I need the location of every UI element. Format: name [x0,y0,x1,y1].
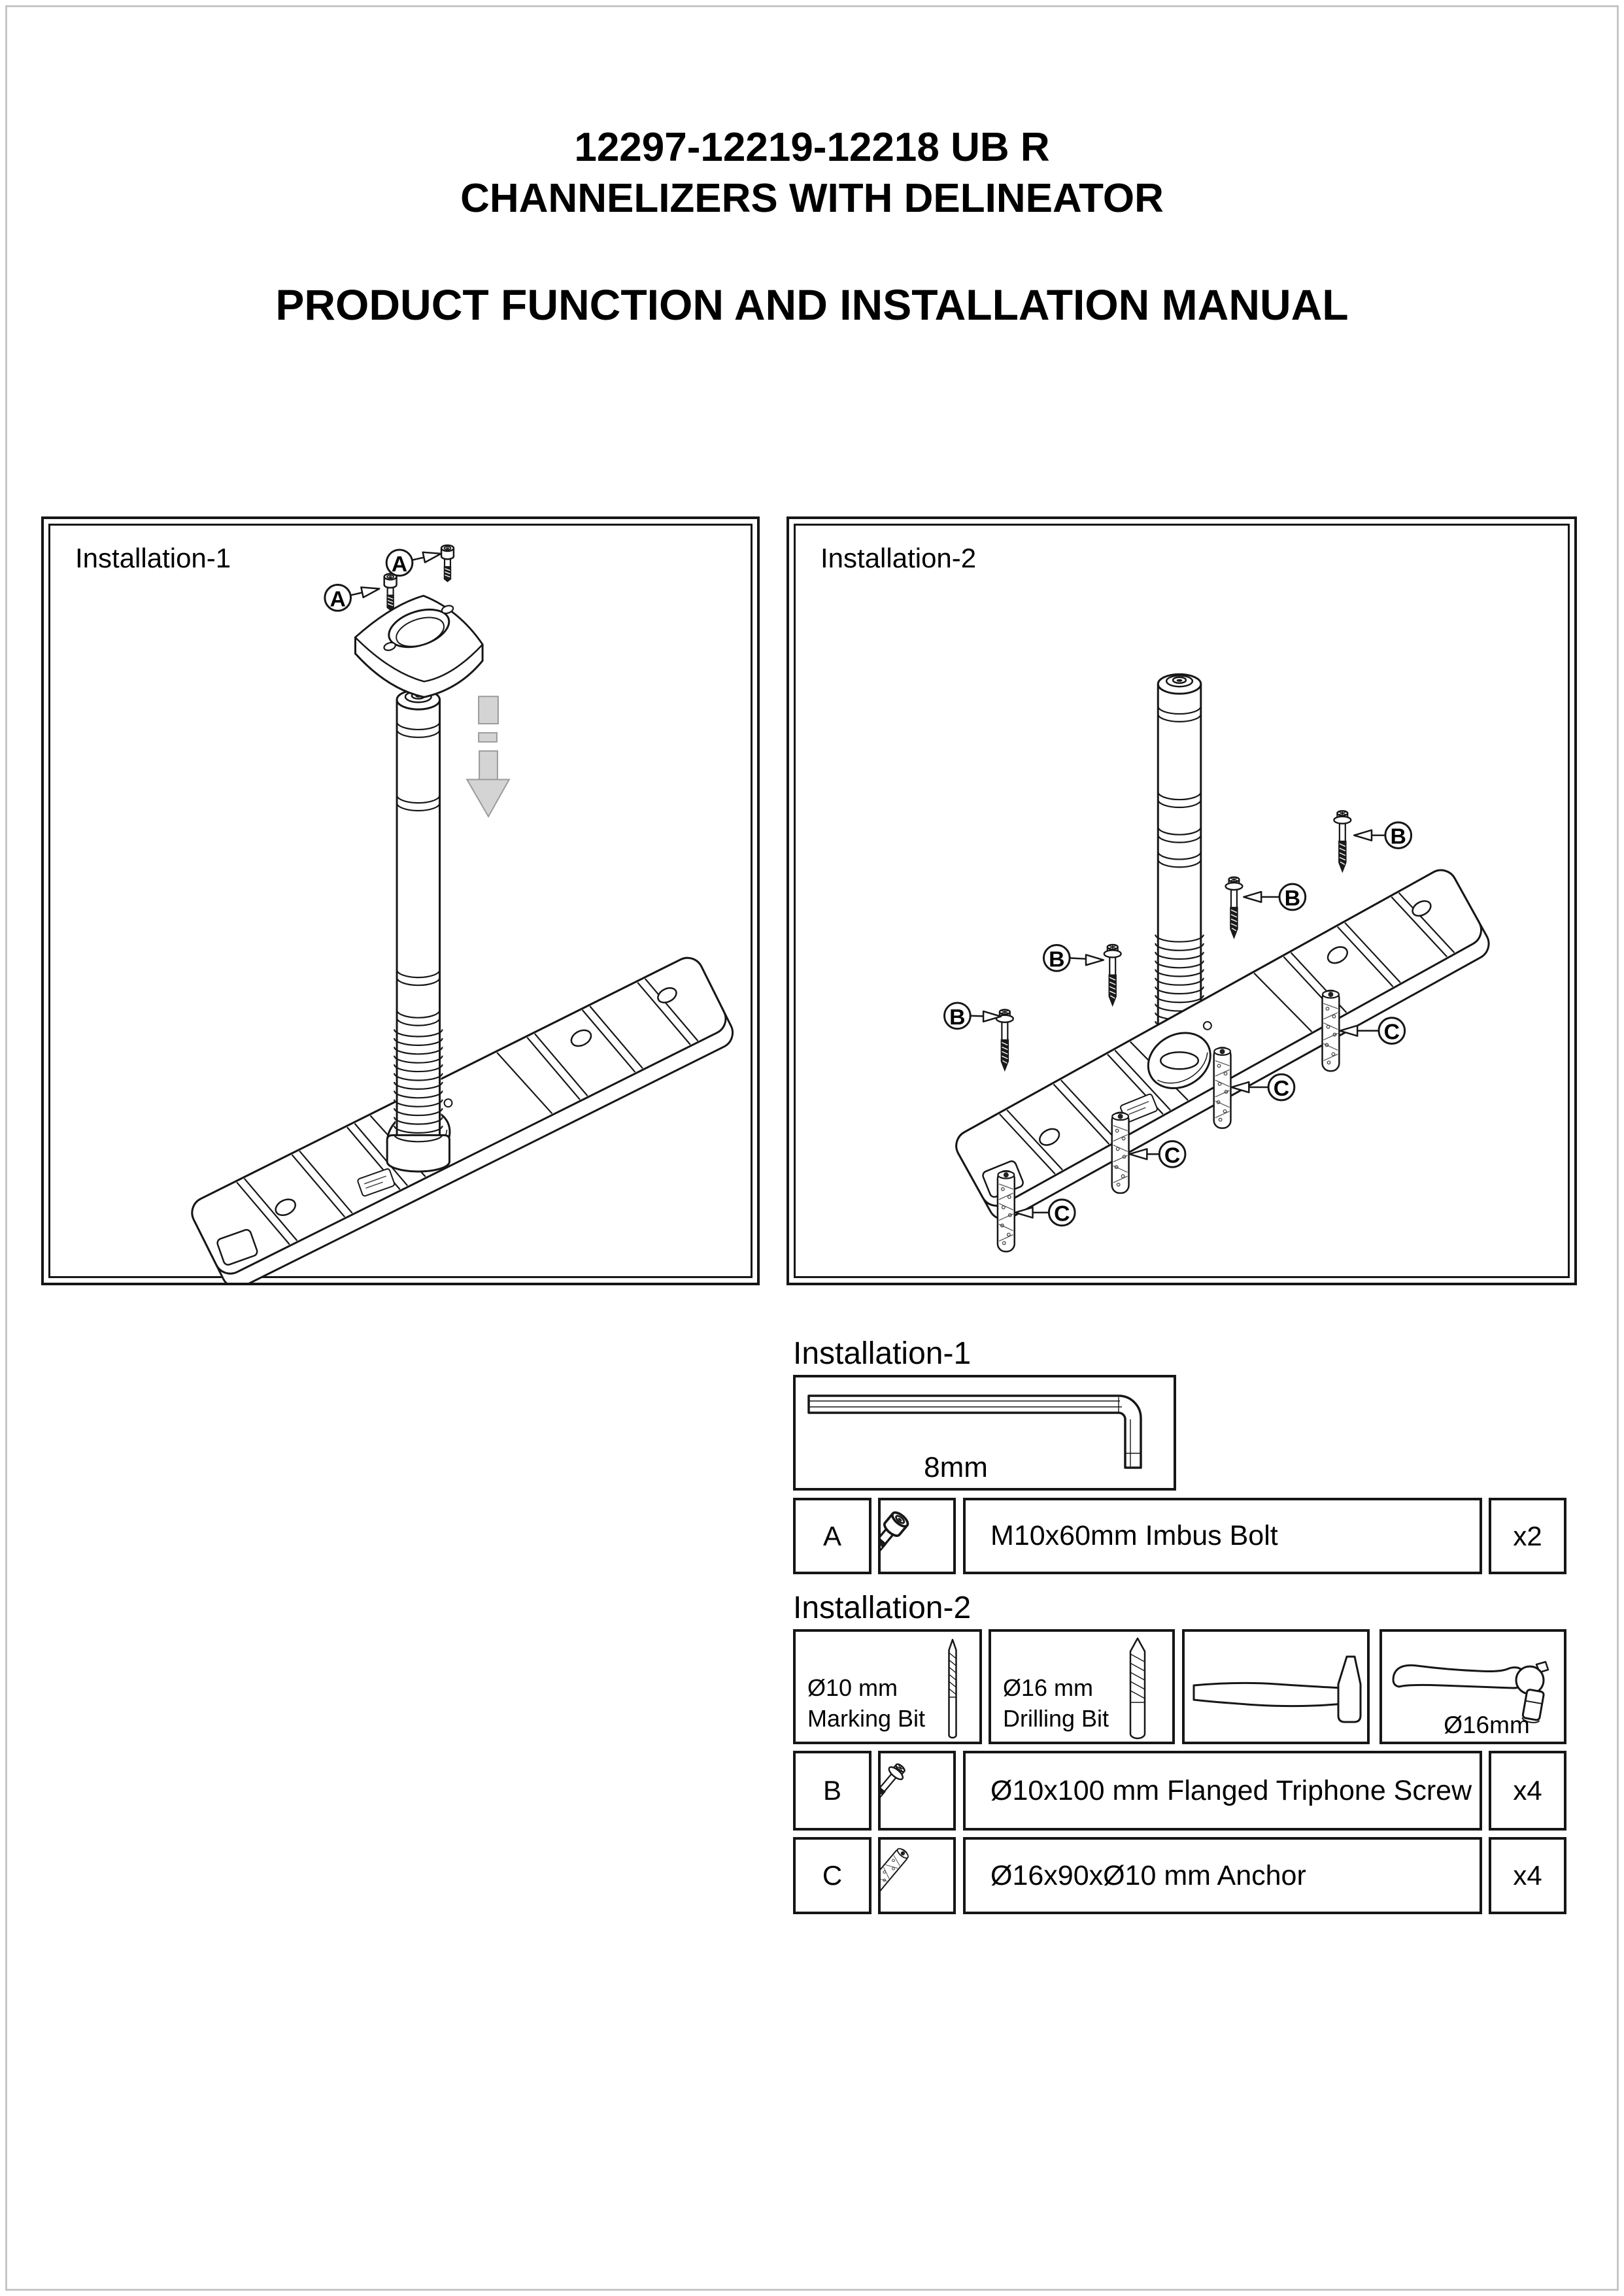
anchor-icon [1213,1047,1232,1129]
callout-b-2: B [1243,883,1307,911]
page-subtitle: PRODUCT FUNCTION AND INSTALLATION MANUAL [275,280,1349,329]
callout-b-1-label: B [1391,824,1406,849]
flanged-screw-icon [995,1009,1014,1072]
row-c-desc: Ø16x90xØ10 mm Anchor [990,1859,1306,1891]
parts-section-1-label: Installation-1 [793,1336,972,1371]
flanged-screw-icon [881,1759,909,1819]
page-title-line1: 12297-12219-12218 UB R [574,125,1050,170]
callout-a-1-label: A [392,552,407,577]
callout-c-4-label: C [1054,1202,1070,1226]
row-a-key: A [822,1520,841,1551]
callout-b-4-label: B [949,1005,965,1030]
flanged-screw-icon [1333,810,1352,873]
socket-wrench-size-label: Ø16mm [1444,1712,1530,1738]
flanged-screw-icon [1103,943,1122,1007]
row-b-icon-cell [878,1751,956,1831]
socket-wrench-box: Ø16mm [1379,1629,1566,1744]
callout-c-2: C [1230,1073,1296,1102]
marking-bit-size: Ø10 mm [807,1674,898,1701]
row-a-qty-cell: x2 [1489,1498,1566,1574]
hex-key-size-label: 8mm [924,1451,988,1483]
row-b-key-cell: B [793,1751,871,1831]
socket-wrench-icon [1392,1661,1549,1723]
post-in-hole [1159,1051,1200,1070]
drilling-bit-icon [1129,1637,1146,1740]
callout-b-1: B [1353,821,1413,850]
post-cap-icon [354,594,484,698]
row-c-desc-cell: Ø16x90xØ10 mm Anchor [963,1837,1482,1914]
channelizer-base-icon [186,951,739,1283]
installation-1-diagram-box: A A Installation-1 [41,516,760,1285]
anchor-icon [881,1846,911,1906]
callout-a-2: A [324,582,382,612]
callout-a-2-label: A [330,586,346,611]
installation-2-drawing: B B B B [943,673,1496,1253]
delineator-post-icon [1155,673,1204,1053]
marking-bit-icon [948,1638,957,1739]
row-c-key: C [822,1860,843,1891]
drilling-bit-text: Ø16 mm Drilling Bit [1003,1672,1109,1734]
callout-b-2-label: B [1285,886,1300,911]
installation-2-diagram-box: B B B B [787,516,1577,1285]
row-a-key-cell: A [793,1498,871,1574]
row-b-desc: Ø10x100 mm Flanged Triphone Screw [990,1774,1472,1806]
marking-bit-name: Marking Bit [807,1705,926,1732]
delineator-post-icon [386,688,450,1173]
row-a-desc: M10x60mm Imbus Bolt [990,1520,1278,1551]
installation-1-diagram-label: Installation-1 [75,543,231,573]
hex-key-box: 8mm [793,1375,1176,1491]
row-b-qty: x4 [1513,1775,1542,1806]
row-b-desc-cell: Ø10x100 mm Flanged Triphone Screw [963,1751,1482,1831]
callout-c-1: C [1339,1017,1406,1045]
row-b-key: B [822,1775,841,1806]
installation-2-diagram-label: Installation-2 [820,543,977,573]
row-a-desc-cell: M10x60mm Imbus Bolt [963,1498,1482,1574]
callout-a-1: A [385,547,443,577]
imbus-bolt-icon [440,544,455,582]
row-b-qty-cell: x4 [1489,1751,1566,1831]
imbus-bolt-icon [383,573,398,611]
channelizer-base-icon [949,864,1496,1226]
installation-2-diagram-inner-border [794,524,1570,1278]
hammer-box [1182,1629,1370,1744]
drilling-bit-box: Ø16 mm Drilling Bit [989,1629,1175,1744]
row-a-icon-cell [878,1498,956,1574]
anchor-icon [996,1170,1015,1253]
callout-c-2-label: C [1274,1076,1289,1101]
hammer-icon [1193,1655,1362,1723]
page-border [5,5,1619,2291]
row-c-key-cell: C [793,1837,871,1914]
drilling-bit-name: Drilling Bit [1003,1705,1109,1732]
callout-c-3: C [1128,1140,1187,1168]
flanged-screw-icon [1225,876,1243,939]
installation-1-diagram-inner-border [48,524,753,1278]
drilling-bit-size: Ø16 mm [1003,1674,1094,1701]
anchor-icon [1111,1111,1130,1194]
installation-1-drawing: A A [186,544,739,1283]
row-c-qty: x4 [1513,1860,1542,1891]
page-title-line2: CHANNELIZERS WITH DELINEATOR [460,176,1164,221]
callout-b-4: B [943,1002,1002,1030]
callout-c-3-label: C [1164,1143,1180,1168]
row-c-icon-cell [878,1837,956,1914]
callout-b-3: B [1042,944,1105,972]
marking-bit-box: Ø10 mm Marking Bit [793,1629,982,1744]
callout-c-4: C [1014,1198,1076,1227]
callout-c-1-label: C [1384,1020,1400,1045]
down-arrow-icon [465,696,511,818]
row-c-qty-cell: x4 [1489,1837,1566,1914]
hex-key-icon [807,1394,1142,1469]
callout-b-3-label: B [1049,947,1064,971]
imbus-bolt-icon [881,1508,911,1566]
row-a-qty: x2 [1513,1520,1542,1551]
parts-section-2-label: Installation-2 [793,1591,972,1625]
marking-bit-text: Ø10 mm Marking Bit [807,1672,925,1734]
anchor-icon [1321,989,1340,1072]
